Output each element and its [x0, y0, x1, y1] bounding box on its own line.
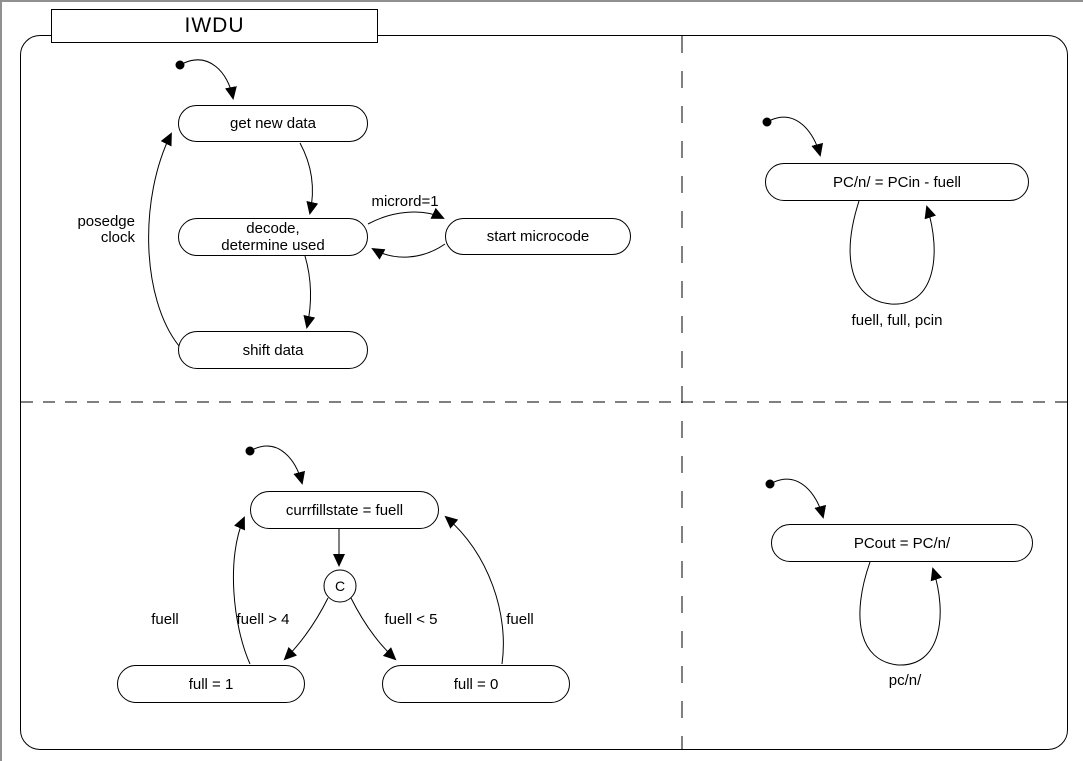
label-posedge-clock[interactable]: posedge clock: [77, 213, 135, 246]
transition-decode-to-start-microcode[interactable]: [367, 207, 445, 225]
title-box[interactable]: IWDU: [51, 9, 378, 43]
state-start-microcode[interactable]: start microcode: [445, 218, 631, 255]
transition-initial-to-get-new-data[interactable]: [183, 59, 237, 100]
state-decode-determine-used[interactable]: decode, determine used: [178, 218, 368, 256]
choice-node[interactable]: [323, 569, 357, 603]
transition-full0-to-currfillstate[interactable]: [444, 515, 504, 665]
state-currfillstate-equals-fuell[interactable]: currfillstate = fuell: [250, 491, 439, 529]
label-fuell-right[interactable]: fuell: [506, 611, 534, 628]
label-micrord[interactable]: micrord=1: [371, 193, 439, 210]
initial-state-dot-top-right[interactable]: [762, 117, 772, 127]
label-guard-fuell-gt-4[interactable]: fuell > 4: [236, 611, 290, 628]
label-guard-fuell-lt-5[interactable]: fuell < 5: [384, 611, 438, 628]
state-full-equals-1[interactable]: full = 1: [117, 665, 305, 703]
transition-pcout-self-loop[interactable]: [859, 561, 943, 666]
transition-decode-to-shift-data[interactable]: [303, 255, 316, 329]
initial-state-dot-top-left[interactable]: [175, 60, 185, 70]
state-full-equals-0[interactable]: full = 0: [382, 665, 570, 703]
transition-pcn-self-loop[interactable]: [849, 200, 937, 305]
state-pcout-equals-pcn[interactable]: PCout = PC/n/: [771, 524, 1033, 562]
transition-full1-to-currfillstate[interactable]: [232, 516, 251, 665]
diagram-title: IWDU: [184, 14, 245, 37]
choice-label: C: [334, 578, 346, 594]
initial-state-dot-bottom-left[interactable]: [245, 446, 255, 456]
state-machine-frame[interactable]: [20, 35, 1068, 750]
transition-get-new-data-to-decode[interactable]: [299, 142, 319, 215]
transition-initial-to-currfillstate[interactable]: [253, 445, 306, 485]
label-fuell-full-pcin[interactable]: fuell, full, pcin: [851, 312, 943, 329]
state-pcn-equals-pcin-minus-fuell[interactable]: PC/n/ = PCin - fuell: [765, 163, 1029, 201]
state-get-new-data[interactable]: get new data: [178, 105, 368, 142]
initial-state-dot-bottom-right[interactable]: [765, 479, 775, 489]
transition-initial-to-pcout[interactable]: [773, 478, 827, 519]
label-pcn-loop[interactable]: pc/n/: [888, 672, 922, 689]
transition-start-microcode-to-decode[interactable]: [371, 243, 446, 260]
transition-initial-to-pcn[interactable]: [770, 116, 824, 157]
transition-shift-data-to-get-new-data[interactable]: [148, 132, 180, 347]
label-fuell-left[interactable]: fuell: [151, 611, 179, 628]
state-shift-data[interactable]: shift data: [178, 331, 368, 369]
transition-choice-to-full0[interactable]: [350, 597, 397, 661]
transition-choice-to-full1[interactable]: [283, 597, 329, 661]
